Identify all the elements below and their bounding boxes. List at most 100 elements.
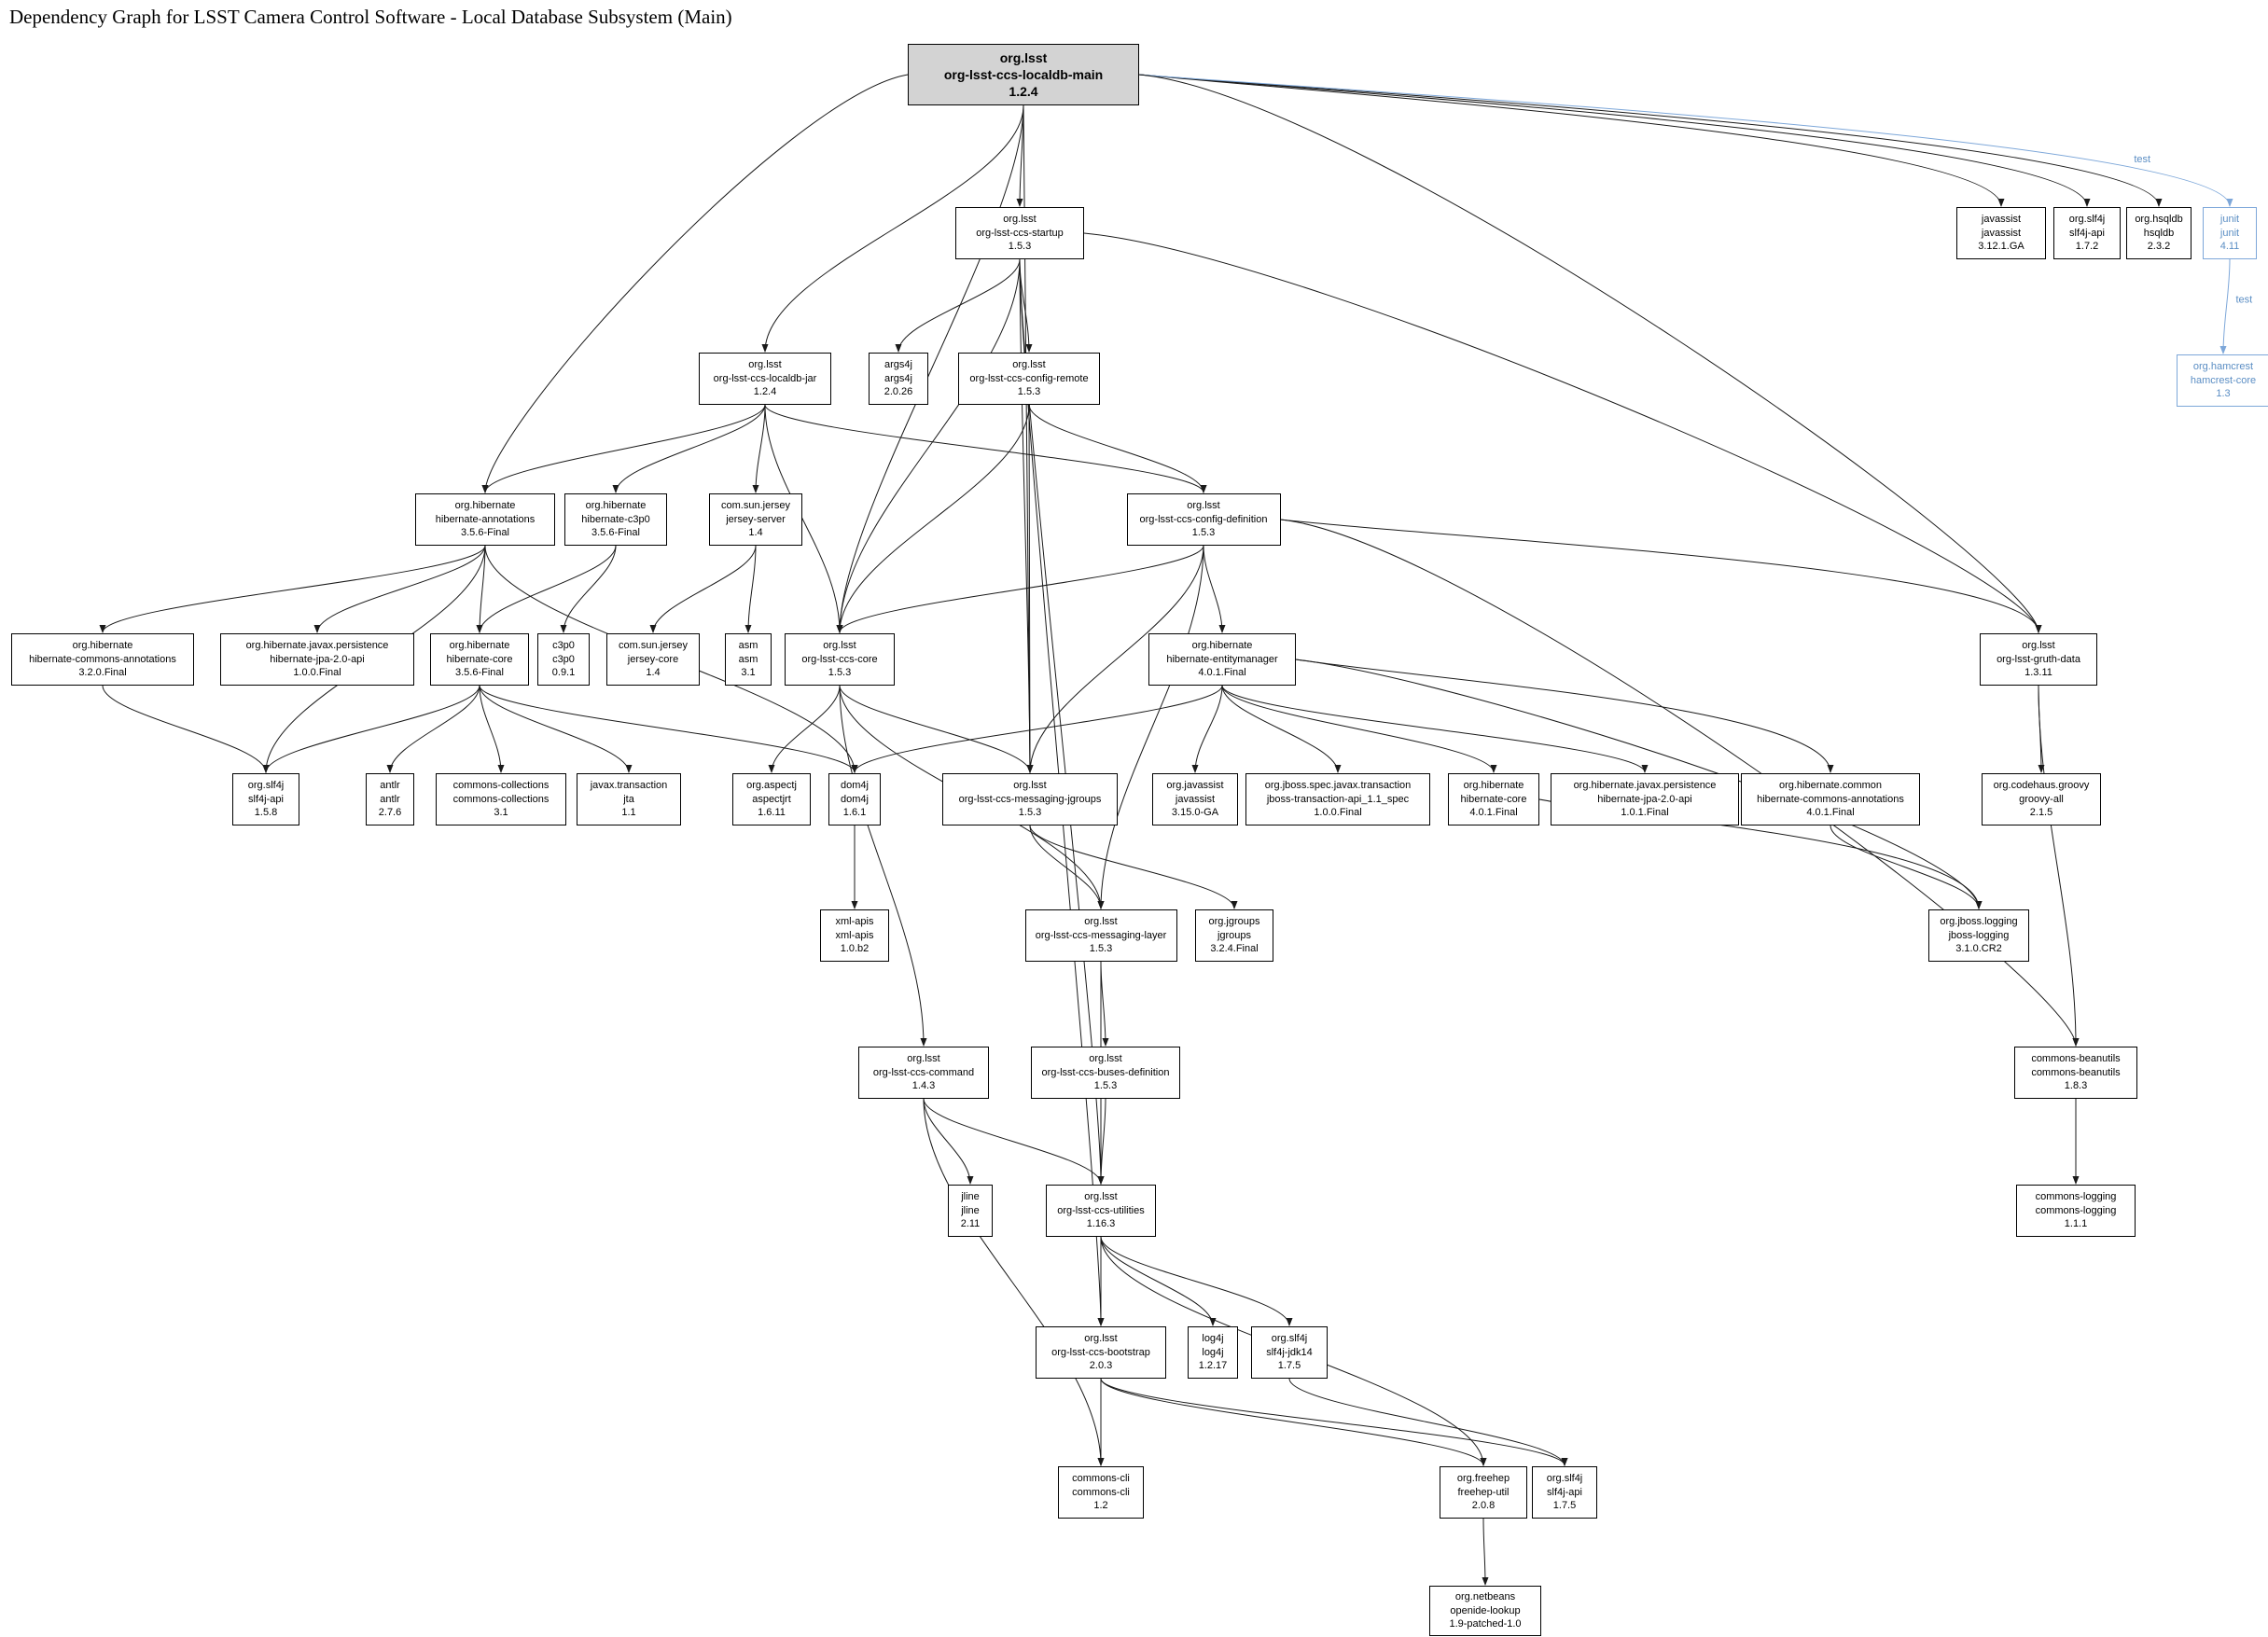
- node-group-id: args4j: [884, 358, 912, 370]
- node-artifact-id: jline: [961, 1204, 980, 1216]
- node-version: 3.2.4.Final: [1210, 943, 1259, 955]
- node-version: 3.1.0.CR2: [1955, 943, 2002, 955]
- dependency-edge-utilities--log4j: [1100, 1236, 1217, 1326]
- node-group-id: org.hamcrest: [2192, 360, 2254, 372]
- dependency-edge-gruth-data--commons-beanutils: [2038, 685, 2080, 1047]
- dependency-edge-entitymanager--hca-401: [1295, 659, 1834, 773]
- dependency-edge-command--utilities: [923, 1098, 1105, 1185]
- node-artifact-id: slf4j-jdk14: [1266, 1346, 1313, 1358]
- node-version: 1.2.4: [753, 386, 777, 398]
- node-version: 4.0.1.Final: [1198, 667, 1246, 679]
- dependency-edge-localdb-main--localdb-jar: [761, 104, 1024, 353]
- node-version: 2.3.2: [2147, 241, 2171, 253]
- node-group-id: org.lsst: [748, 358, 782, 370]
- node-version: 1.1: [621, 807, 636, 819]
- node-group-id: jline: [961, 1190, 980, 1202]
- node-group-id: org.hibernate: [454, 499, 516, 511]
- node-version: 2.0.26: [884, 386, 913, 398]
- node-artifact-id: org-lsst-ccs-startup: [976, 227, 1064, 239]
- node-version: 3.5.6-Final: [591, 527, 640, 539]
- dependency-edge-hca-320--slf4j-api-158: [102, 685, 270, 773]
- dependency-edge-entitymanager--hibernate-core-401: [1221, 685, 1497, 773]
- dependency-edge-localdb-main--ccs-core: [836, 104, 1024, 633]
- node-artifact-id: javassist: [1981, 227, 2022, 239]
- node-group-id: org.lsst: [1012, 358, 1046, 370]
- node-artifact-id: jgroups: [1217, 929, 1252, 941]
- node-version: 1.0.b2: [840, 943, 870, 955]
- dependency-edge-localdb-jar--hibernate-c3p0: [612, 404, 766, 493]
- node-artifact-id: org-lsst-gruth-data: [1997, 653, 2080, 665]
- node-artifact-id: hibernate-jpa-2.0-api: [1597, 793, 1692, 805]
- node-group-id: antlr: [380, 779, 400, 791]
- dependency-edge-entitymanager--jpa-101: [1221, 685, 1649, 773]
- node-version: 4.0.1.Final: [1469, 807, 1518, 819]
- node-group-id: org.lsst: [1084, 1190, 1118, 1202]
- node-artifact-id: antlr: [380, 793, 400, 805]
- node-group-id: dom4j: [841, 779, 869, 791]
- dependency-edge-entitymanager--dom4j: [851, 685, 1223, 773]
- dependency-edge-config-definition--gruth-data: [1280, 519, 2042, 633]
- dependency-edge-messaging-jgroups--jgroups: [1029, 825, 1238, 909]
- node-group-id: javax.transaction: [590, 779, 668, 791]
- node-artifact-id: commons-beanutils: [2031, 1066, 2121, 1078]
- dependency-edge-buses-definition--utilities: [1097, 1098, 1106, 1185]
- node-version: 2.0.8: [1471, 1500, 1496, 1512]
- node-artifact-id: org-lsst-ccs-utilities: [1057, 1204, 1145, 1216]
- node-group-id: org.lsst: [1013, 779, 1047, 791]
- dependency-edge-hca-401--jboss-logging: [1830, 825, 1983, 909]
- node-artifact-id: org-lsst-ccs-bootstrap: [1051, 1346, 1150, 1358]
- node-artifact-id: hibernate-commons-annotations: [29, 653, 176, 665]
- node-group-id: org.hibernate.javax.persistence: [1573, 779, 1717, 791]
- node-artifact-id: hamcrest-core: [2190, 374, 2257, 386]
- node-artifact-id: hibernate-commons-annotations: [1757, 793, 1904, 805]
- dependency-edge-bootstrap--freehep-util: [1100, 1378, 1487, 1466]
- node-group-id: org.slf4j: [247, 779, 285, 791]
- dependency-edge-startup--args4j: [895, 258, 1021, 353]
- node-group-id: commons-beanutils: [2031, 1052, 2121, 1064]
- dependency-edge-hibernate-core-356--jta: [479, 685, 633, 773]
- dependency-edge-localdb-jar--hibernate-annotations: [481, 404, 766, 493]
- dependency-edge-entitymanager--jboss-logging: [1295, 659, 1983, 909]
- node-version: 1.3: [2216, 388, 2231, 400]
- node-artifact-id: commons-collections: [452, 793, 550, 805]
- node-artifact-id: jta: [623, 793, 634, 805]
- dependency-edge-hibernate-core-356--antlr: [386, 685, 480, 773]
- node-artifact-id: org-lsst-ccs-core: [801, 653, 878, 665]
- dependency-edge-freehep-util--openide-lookup: [1482, 1518, 1489, 1586]
- dependency-edge-config-remote--messaging-jgroups: [1026, 404, 1034, 773]
- node-artifact-id: hibernate-entitymanager: [1166, 653, 1278, 665]
- node-group-id: junit: [2219, 213, 2240, 225]
- node-artifact-id: jboss-logging: [1948, 929, 2010, 941]
- node-version: 1.7.5: [1552, 1500, 1577, 1512]
- page-title: Dependency Graph for LSST Camera Control…: [9, 6, 732, 28]
- node-version: 1.6.1: [842, 807, 867, 819]
- node-artifact-id: org-lsst-ccs-messaging-layer: [1035, 929, 1167, 941]
- node-group-id: org.lsst: [1084, 1332, 1118, 1344]
- node-group-id: com.sun.jersey: [721, 499, 790, 511]
- node-version: 1.2: [1093, 1500, 1108, 1512]
- node-version: 1.7.2: [2075, 241, 2099, 253]
- node-group-id: asm: [738, 639, 758, 651]
- node-artifact-id: log4j: [1202, 1346, 1224, 1358]
- dependency-edge-localdb-main--javassist-3121: [1138, 74, 2005, 207]
- dependency-edge-startup--ccs-core: [836, 258, 1021, 633]
- node-artifact-id: org-lsst-ccs-localdb-jar: [713, 372, 817, 384]
- node-artifact-id: openide-lookup: [1450, 1604, 1521, 1616]
